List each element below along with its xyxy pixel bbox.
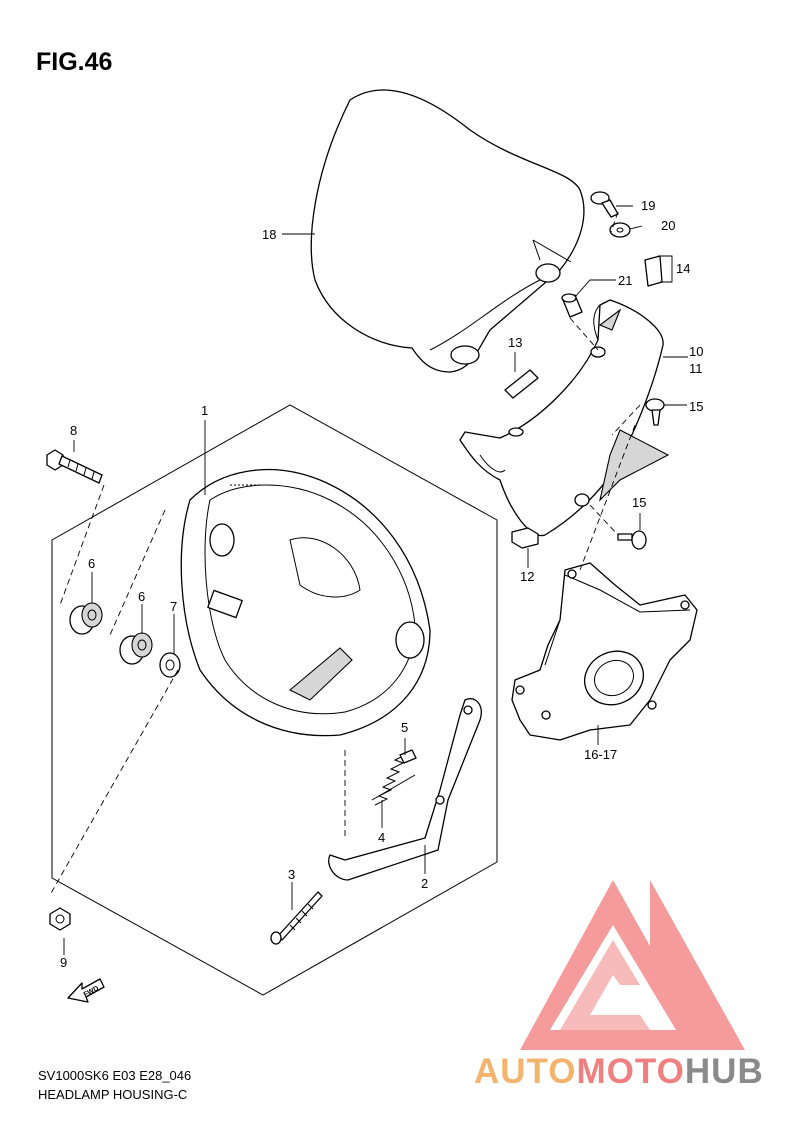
headlamp-bracket-upper	[459, 299, 670, 537]
callout-13: 13	[508, 335, 522, 350]
callout-1: 1	[201, 403, 208, 418]
wordmark-moto: MOTO	[576, 1052, 685, 1091]
callout-3: 3	[288, 867, 295, 882]
mounting-bolt	[46, 449, 103, 484]
section-name: HEADLAMP HOUSING-C	[38, 1087, 188, 1102]
callout-4: 4	[378, 830, 385, 845]
model-code: SV1000SK6 E03 E28_046	[38, 1068, 192, 1083]
callout-12: 12	[520, 569, 534, 584]
clip	[399, 749, 417, 764]
callout-2: 2	[421, 876, 428, 891]
callout-7: 7	[170, 599, 177, 614]
washer	[159, 652, 181, 678]
headlamp-cover	[310, 89, 585, 373]
wordmark-auto: AUTO	[474, 1052, 577, 1091]
cushion	[511, 527, 539, 549]
callout-21: 21	[618, 273, 632, 288]
callout-10: 10	[689, 344, 703, 359]
callout-20: 20	[661, 218, 675, 233]
callout-14: 14	[676, 261, 690, 276]
screw-lower	[617, 530, 647, 550]
nut	[49, 907, 71, 931]
spring	[371, 753, 416, 806]
adjuster-bracket	[328, 698, 482, 881]
adjuster-screw	[270, 891, 323, 945]
washer-top	[609, 222, 631, 238]
callout-18: 18	[262, 227, 276, 242]
watermark-logo-icon	[520, 880, 745, 1050]
callout-11: 11	[689, 361, 703, 376]
watermark-wordmark: AUTOMOTOHUB	[474, 1052, 764, 1092]
fwd-arrow-icon: FWD	[67, 978, 105, 1003]
headlamp-housing	[180, 469, 431, 737]
callout-6a: 6	[88, 556, 95, 571]
callout-15b: 15	[632, 495, 646, 510]
wordmark-hub: HUB	[684, 1052, 764, 1091]
callout-6b: 6	[138, 589, 145, 604]
grommet-2	[119, 632, 153, 665]
screw-upper	[645, 398, 665, 426]
assembly-group-outline	[51, 404, 498, 996]
callout-9: 9	[60, 955, 67, 970]
collar	[561, 293, 583, 318]
callout-19: 19	[641, 198, 655, 213]
figure-title: FIG.46	[36, 48, 113, 76]
callout-15a: 15	[689, 399, 703, 414]
screw-top	[590, 191, 619, 218]
figure-footer: SV1000SK6 E03 E28_046 HEADLAMP HOUSING-C	[38, 1066, 191, 1104]
callout-5: 5	[401, 720, 408, 735]
callout-16-17: 16-17	[584, 747, 617, 762]
callout-8: 8	[70, 423, 77, 438]
grommet	[69, 602, 103, 635]
rubber-pad	[504, 369, 539, 399]
headlamp-bracket-lower	[511, 562, 698, 741]
clip-nut	[644, 255, 663, 287]
